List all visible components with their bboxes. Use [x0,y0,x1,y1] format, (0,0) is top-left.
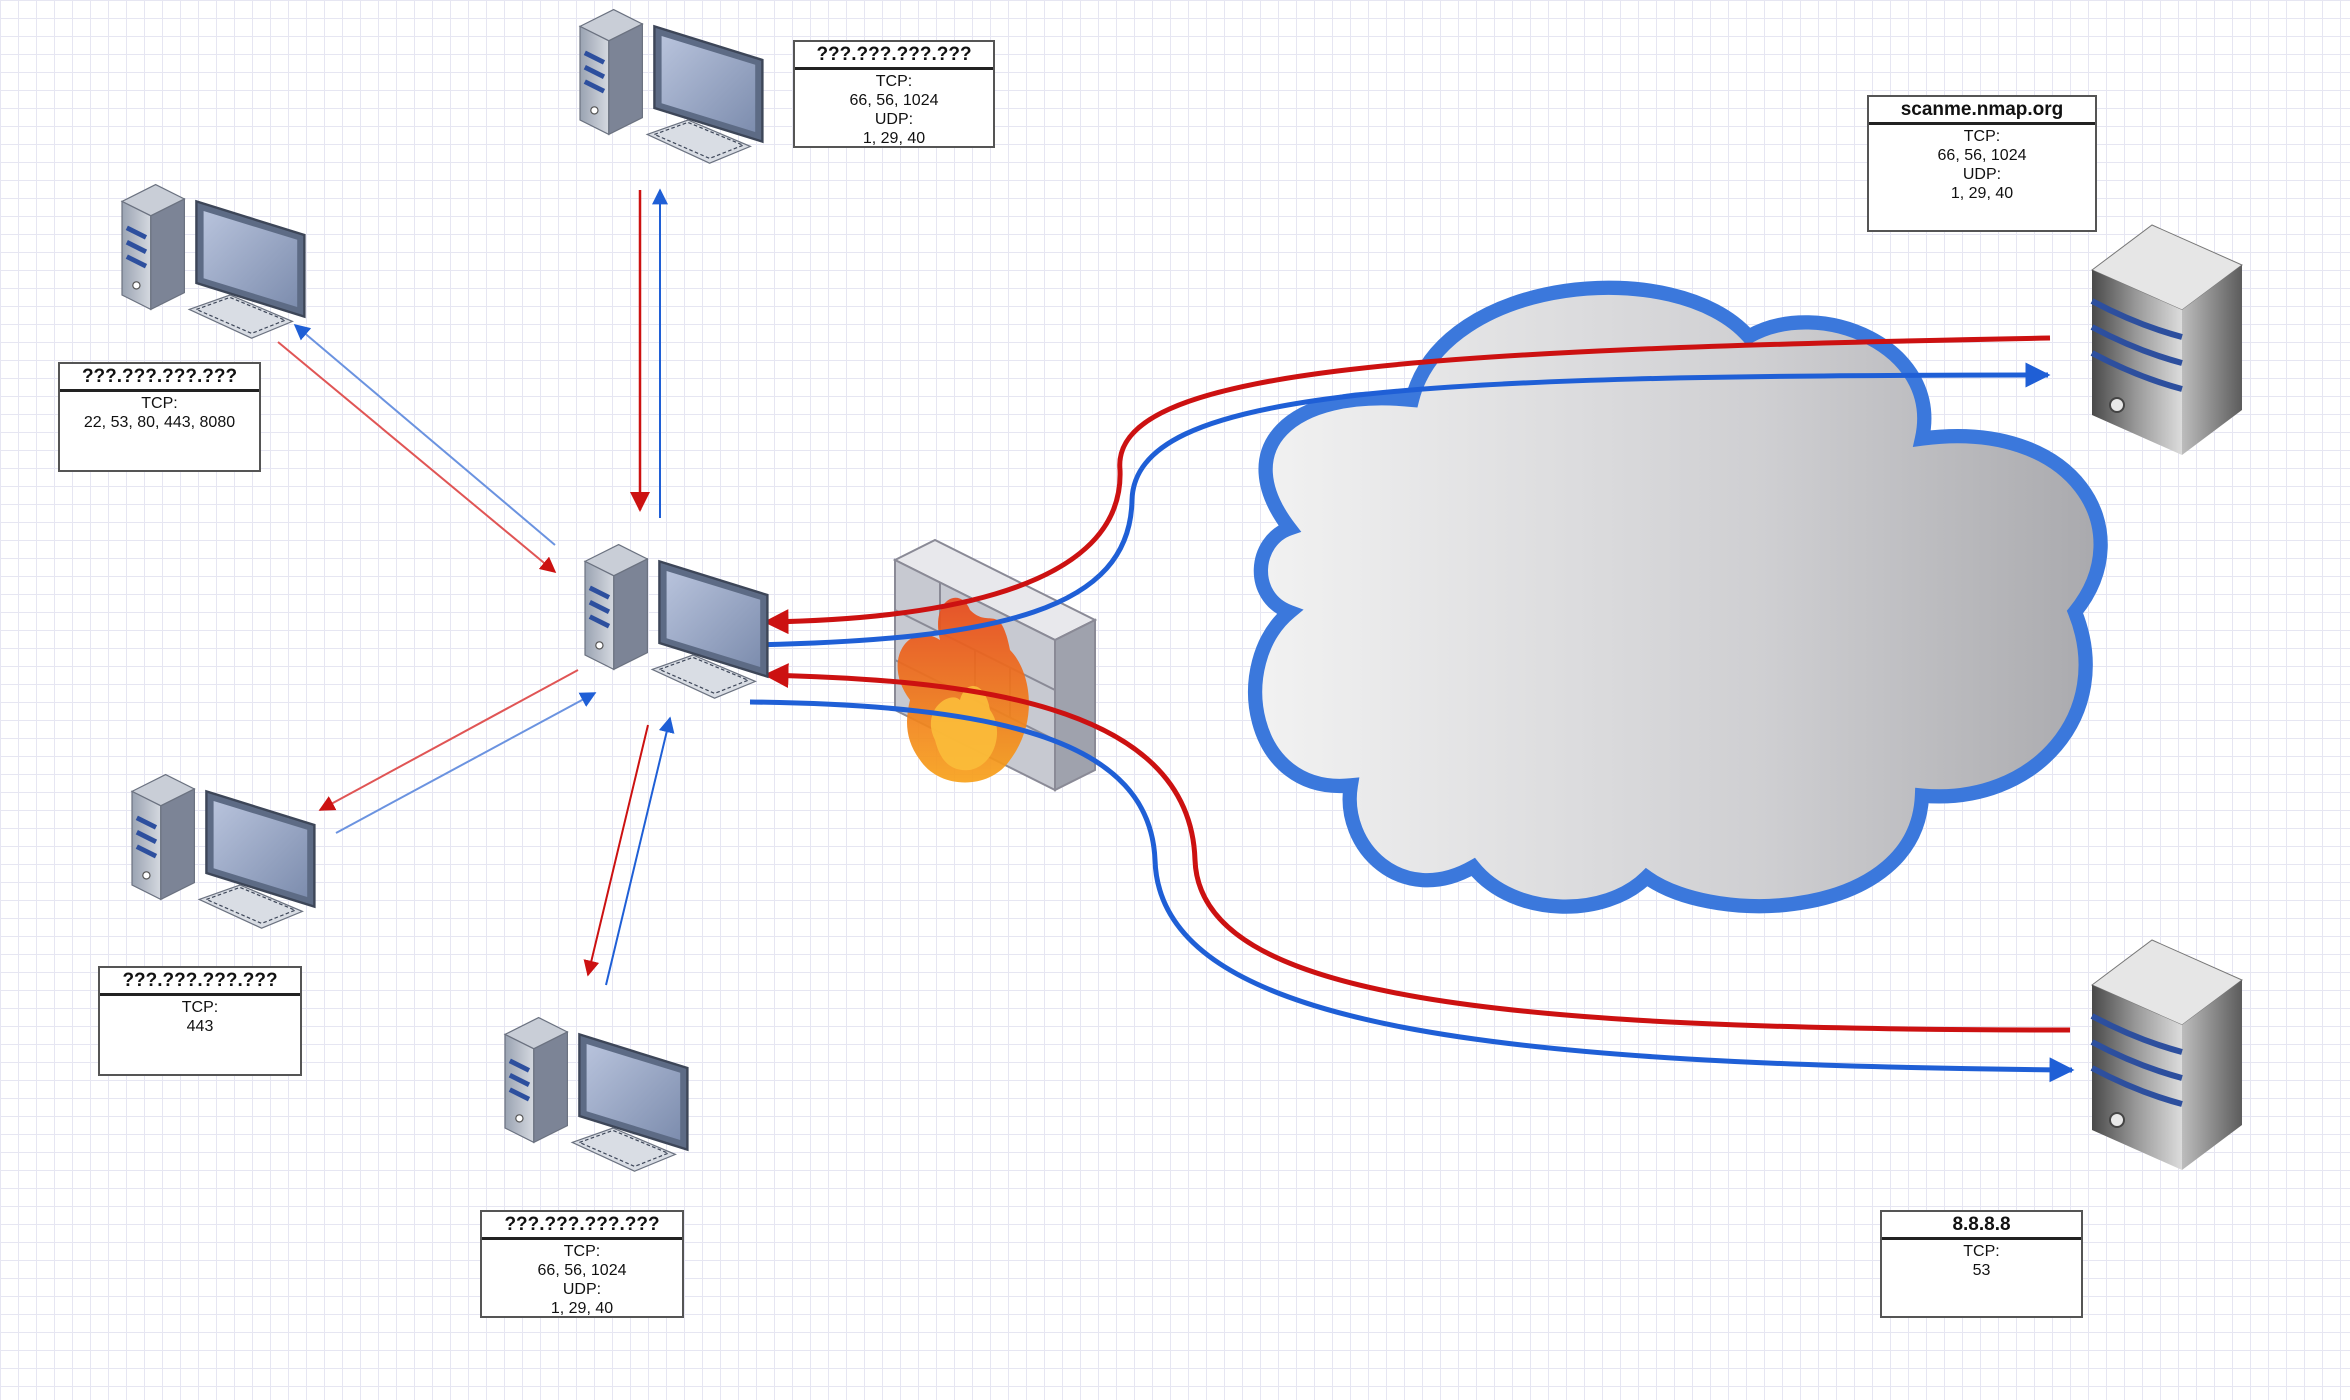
label-line: 22, 53, 80, 443, 8080 [83,414,236,431]
host-bottom-computer-icon [505,1018,687,1172]
label-line: 66, 56, 1024 [1937,147,2027,164]
host-bottom-label: ???.???.???.??? TCP: 66, 56, 1024 UDP: 1… [480,1210,684,1318]
label-line: 1, 29, 40 [862,130,926,147]
host-lower-left-ip: ???.???.???.??? [100,968,300,996]
label-line: 1, 29, 40 [550,1300,614,1317]
label-line: UDP: [1962,166,2002,183]
host-bottom-ip: ???.???.???.??? [482,1212,682,1240]
server-connections [749,335,2075,1083]
label-line: UDP: [562,1281,602,1298]
label-line: TCP: [1963,1243,2000,1260]
center-computer-icon [585,545,767,699]
label-line: 53 [1972,1262,1991,1279]
label-line: 443 [186,1018,214,1035]
host-upper-left-computer-icon [122,185,304,339]
server-scanme-label: scanme.nmap.org TCP: 66, 56, 1024 UDP: 1… [1867,95,2097,232]
host-lower-left-computer-icon [132,775,314,929]
host-top-label: ???.???.???.??? TCP: 66, 56, 1024 UDP: 1… [793,40,995,148]
label-line: 66, 56, 1024 [849,92,939,109]
label-line: TCP: [1963,128,2001,145]
host-upper-left-ip: ???.???.???.??? [60,364,259,392]
label-line: 66, 56, 1024 [537,1262,627,1279]
host-top-computer-icon [580,10,762,164]
label-line: TCP: [875,73,913,90]
label-line: TCP: [563,1243,601,1260]
dns-server-icon [2092,940,2242,1170]
label-line: TCP: [141,395,178,412]
server-dns-label: 8.8.8.8 TCP: 53 [1880,1210,2083,1318]
label-line: UDP: [874,111,914,128]
scanme-server-icon [2092,225,2242,455]
host-upper-left-label: ???.???.???.??? TCP: 22, 53, 80, 443, 80… [58,362,261,472]
label-line: 1, 29, 40 [1950,185,2014,202]
internet-cloud-icon [1248,280,2108,914]
host-top-ip: ???.???.???.??? [795,42,993,70]
label-line: TCP: [181,999,219,1016]
host-lower-left-label: ???.???.???.??? TCP: 443 [98,966,302,1076]
server-scanme-hostname: scanme.nmap.org [1869,97,2095,125]
server-dns-ip: 8.8.8.8 [1882,1212,2081,1240]
peer-connections [277,188,675,986]
firewall-icon [892,538,1098,792]
